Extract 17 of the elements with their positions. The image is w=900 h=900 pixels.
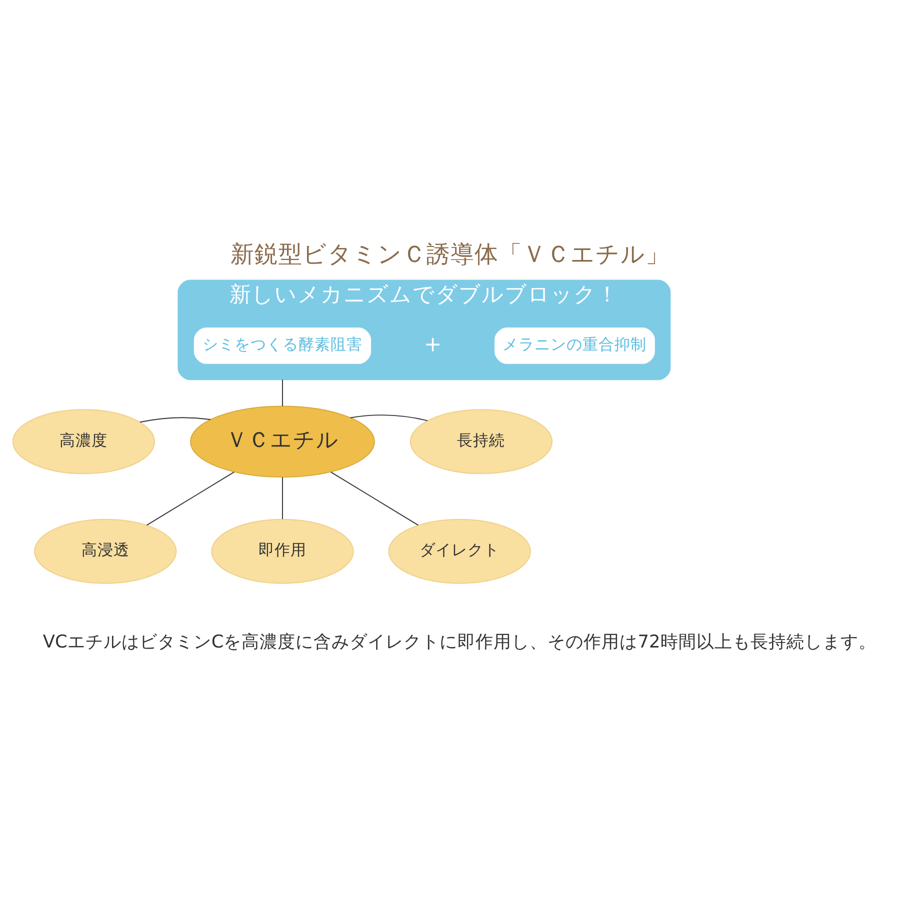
connector: [350, 414, 428, 422]
label: ＋: [420, 328, 446, 359]
connector: [140, 417, 211, 423]
connector: [146, 472, 235, 526]
node-ellipse: 即作用: [211, 518, 354, 584]
node-ellipse: ダイレクト: [388, 518, 531, 584]
diagram-title: 新鋭型ビタミンＣ誘導体「ＶＣエチル」: [230, 240, 670, 268]
node-ellipse: ＶＣエチル: [190, 406, 375, 478]
node-ellipse: 高浸透: [34, 518, 177, 584]
connector: [330, 472, 419, 526]
node-ellipse: 長持続: [410, 409, 553, 474]
caption: VCエチルはビタミンCを高濃度に含みダイレクトに即作用し、その作用は72時間以上も長持続します。: [42, 632, 876, 653]
connector: [282, 379, 283, 407]
connector: [282, 476, 283, 520]
node-ellipse: 高濃度: [12, 409, 156, 474]
node-box: シミをつくる酵素阻害: [194, 328, 372, 364]
node-box: メラニンの重合抑制: [494, 328, 655, 364]
